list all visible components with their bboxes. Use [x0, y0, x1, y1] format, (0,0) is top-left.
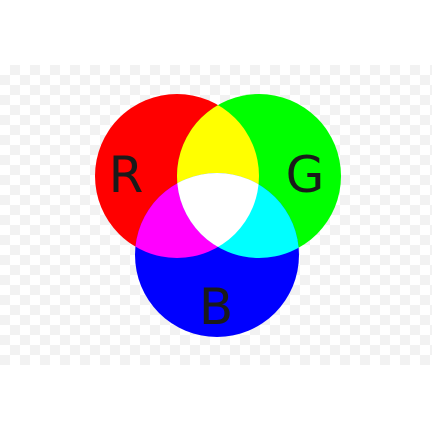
label-blue: B — [199, 278, 233, 336]
label-red: R — [109, 146, 144, 204]
label-green: G — [286, 146, 325, 204]
